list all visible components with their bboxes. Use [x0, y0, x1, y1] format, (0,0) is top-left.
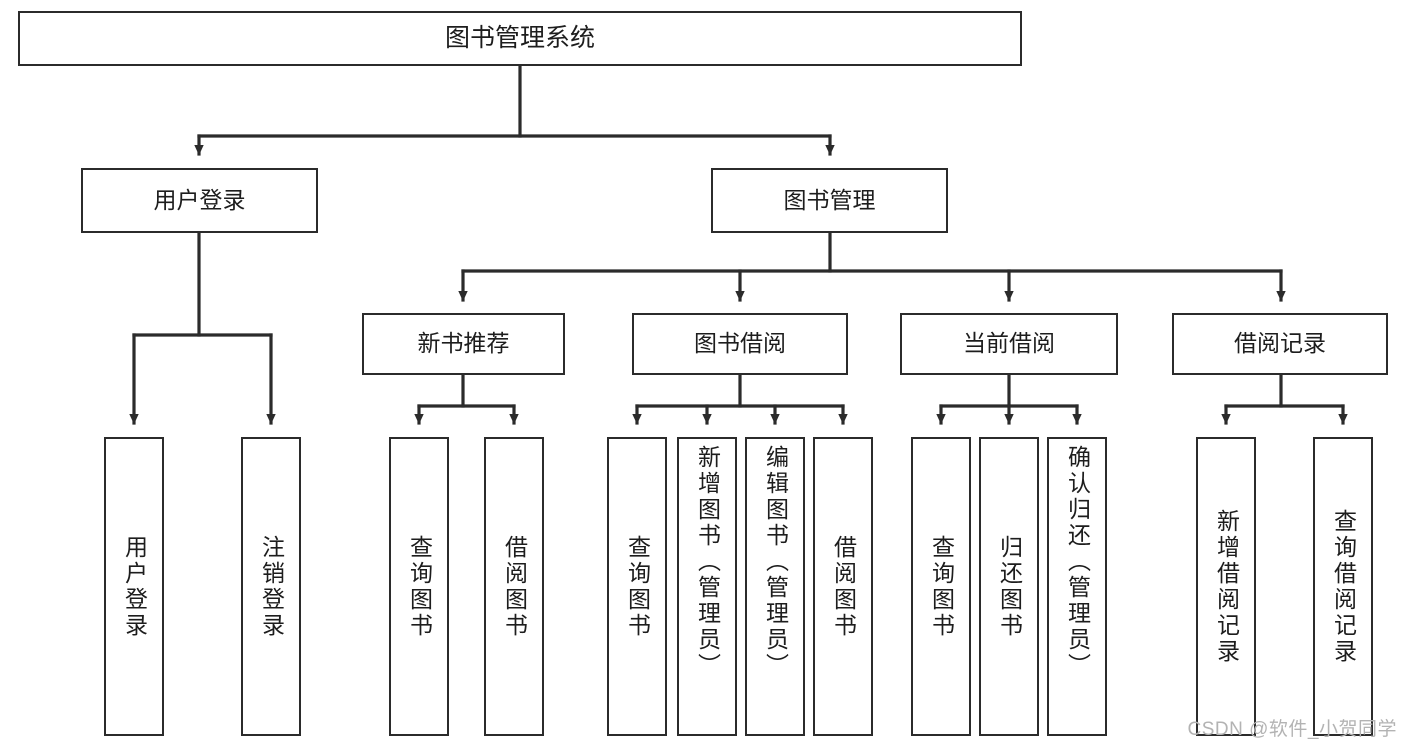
node-label: 新增借阅记录 [1213, 508, 1240, 665]
leaf-logout[interactable]: 注销登录 [241, 437, 301, 736]
leaf-borrow-books[interactable]: 借阅图书 [813, 437, 873, 736]
node-user-login[interactable]: 用户登录 [81, 168, 318, 233]
node-label: 借阅记录 [1234, 330, 1326, 357]
leaf-query-books-borrow[interactable]: 查询图书 [607, 437, 667, 736]
node-book-borrowing[interactable]: 图书借阅 [632, 313, 848, 375]
node-label: 图书管理 [783, 186, 876, 213]
node-label: 归还图书 [996, 534, 1023, 639]
node-label: 新增图书（管理员） [694, 445, 721, 679]
node-book-management-system[interactable]: 图书管理系统 [18, 11, 1022, 66]
node-label: 查询图书 [406, 534, 433, 639]
leaf-add-book-admin[interactable]: 新增图书（管理员） [677, 437, 737, 736]
node-label: 新书推荐 [417, 330, 510, 357]
leaf-query-borrow-record[interactable]: 查询借阅记录 [1313, 437, 1373, 736]
node-label: 编辑图书（管理员） [762, 445, 789, 679]
node-borrowing-records[interactable]: 借阅记录 [1172, 313, 1388, 375]
leaf-edit-book-admin[interactable]: 编辑图书（管理员） [745, 437, 805, 736]
node-current-borrowing[interactable]: 当前借阅 [900, 313, 1118, 375]
node-label: 借阅图书 [830, 534, 857, 639]
node-label: 当前借阅 [963, 330, 1055, 357]
node-label: 查询图书 [928, 534, 955, 639]
node-label: 确认归还（管理员） [1064, 445, 1091, 679]
node-label: 注销登录 [258, 534, 285, 639]
node-label: 借阅图书 [501, 534, 528, 639]
node-label: 查询图书 [624, 534, 651, 639]
node-label: 用户登录 [121, 534, 148, 639]
node-label: 查询借阅记录 [1330, 508, 1357, 665]
leaf-query-books-recommend[interactable]: 查询图书 [389, 437, 449, 736]
node-book-management[interactable]: 图书管理 [711, 168, 948, 233]
leaf-confirm-return-admin[interactable]: 确认归还（管理员） [1047, 437, 1107, 736]
leaf-borrow-books-recommend[interactable]: 借阅图书 [484, 437, 544, 736]
leaf-query-books-current[interactable]: 查询图书 [911, 437, 971, 736]
node-label: 用户登录 [153, 186, 246, 213]
leaf-add-borrow-record[interactable]: 新增借阅记录 [1196, 437, 1256, 736]
node-new-book-recommendation[interactable]: 新书推荐 [362, 313, 565, 375]
leaf-return-books[interactable]: 归还图书 [979, 437, 1039, 736]
node-label: 图书借阅 [694, 330, 786, 357]
node-label: 图书管理系统 [444, 23, 595, 52]
leaf-user-login[interactable]: 用户登录 [104, 437, 164, 736]
